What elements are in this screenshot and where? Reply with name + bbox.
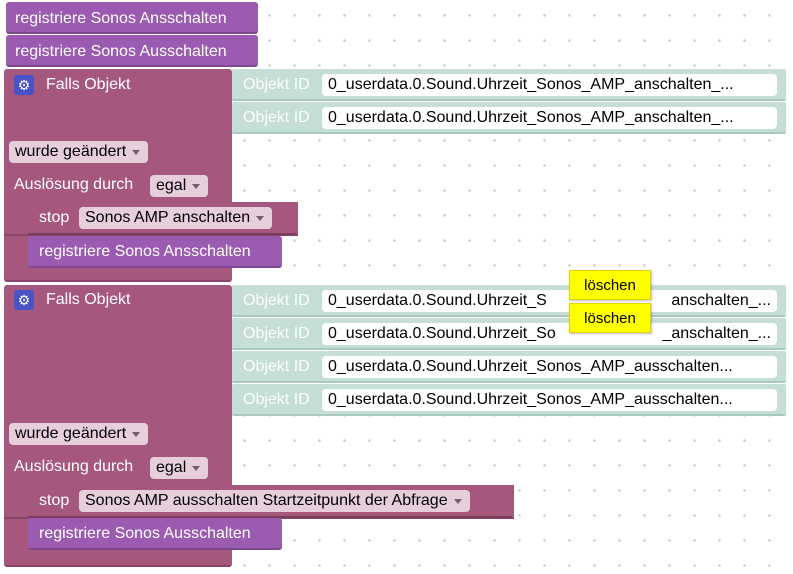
event-block-2-nub: [224, 392, 232, 406]
event-title: Falls Objekt: [46, 76, 131, 93]
object-id-block[interactable]: Objekt ID 0_userdata.0.Sound.Uhrzeit_Son…: [232, 351, 786, 383]
register-block-off-top[interactable]: registriere Sonos Ausschalten: [6, 35, 258, 67]
object-id-block[interactable]: Objekt ID 0_userdata.0.Sound.Uhrzeit_Son…: [232, 102, 786, 134]
delete-tooltip[interactable]: löschen: [569, 270, 651, 300]
object-id-field[interactable]: 0_userdata.0.Sound.Uhrzeit_Sonos_AMP_aus…: [322, 389, 777, 411]
object-id-text: 0_userdata.0.Sound.Uhrzeit_So: [328, 325, 556, 342]
object-id-field[interactable]: 0_userdata.0.Sound.Uhrzeit_Sonos_AMP_aus…: [322, 356, 777, 378]
stop-dropdown[interactable]: Sonos AMP anschalten: [79, 207, 273, 229]
register-block-label: registriere Sonos Ausschalten: [39, 525, 251, 542]
object-id-label: Objekt ID: [243, 109, 310, 126]
delete-tooltip[interactable]: löschen: [569, 303, 651, 333]
object-id-block[interactable]: Objekt ID 0_userdata.0.Sound.Uhrzeit_So …: [232, 318, 786, 350]
trigger-label: Auslösung durch: [14, 176, 134, 193]
object-id-label: Objekt ID: [243, 292, 310, 309]
object-id-label: Objekt ID: [243, 76, 310, 93]
trigger-label: Auslösung durch: [14, 458, 134, 475]
object-id-label: Objekt ID: [243, 325, 310, 342]
object-id-label: Objekt ID: [243, 391, 310, 408]
stop-block[interactable]: stop Sonos AMP ausschalten Startzeitpunk…: [28, 485, 512, 518]
object-id-field[interactable]: 0_userdata.0.Sound.Uhrzeit_Sonos_AMP_ans…: [322, 107, 777, 129]
object-id-text-tail: _anschalten_...: [662, 325, 771, 342]
object-id-text: 0_userdata.0.Sound.Uhrzeit_S: [328, 292, 547, 309]
object-id-field[interactable]: 0_userdata.0.Sound.Uhrzeit_So _anschalte…: [322, 323, 777, 345]
gear-icon[interactable]: ⚙: [14, 290, 34, 310]
object-id-text-tail: anschalten_...: [671, 292, 771, 309]
register-block-on-top[interactable]: registriere Sonos Ansschalten: [6, 2, 258, 34]
register-block-off[interactable]: registriere Sonos Ausschalten: [28, 518, 282, 550]
event-block-2-nub: [224, 293, 232, 307]
change-dropdown[interactable]: wurde geändert: [9, 423, 149, 445]
stop-block[interactable]: stop Sonos AMP anschalten: [28, 202, 296, 235]
trigger-dropdown[interactable]: egal: [150, 457, 209, 479]
trigger-dropdown[interactable]: egal: [150, 175, 209, 197]
event-block-1-nub: [224, 110, 232, 124]
register-block-label: registriere Sonos Ansschalten: [39, 243, 251, 260]
change-dropdown[interactable]: wurde geändert: [9, 141, 149, 163]
object-id-label: Objekt ID: [243, 358, 310, 375]
register-block-on[interactable]: registriere Sonos Ansschalten: [28, 236, 282, 268]
register-block-label: registriere Sonos Ansschalten: [15, 10, 227, 27]
object-id-field[interactable]: 0_userdata.0.Sound.Uhrzeit_S anschalten_…: [322, 290, 777, 312]
stop-label: stop: [39, 209, 70, 226]
event-block-2-nub: [224, 326, 232, 340]
object-id-block[interactable]: Objekt ID 0_userdata.0.Sound.Uhrzeit_S a…: [232, 285, 786, 317]
event-block-2-nub: [224, 359, 232, 373]
register-block-label: registriere Sonos Ausschalten: [15, 43, 227, 60]
object-id-block[interactable]: Objekt ID 0_userdata.0.Sound.Uhrzeit_Son…: [232, 69, 786, 101]
stop-label: stop: [39, 492, 70, 509]
object-id-field[interactable]: 0_userdata.0.Sound.Uhrzeit_Sonos_AMP_ans…: [322, 74, 777, 96]
event-title: Falls Objekt: [46, 291, 131, 308]
gear-icon[interactable]: ⚙: [14, 75, 34, 95]
stop-dropdown[interactable]: Sonos AMP ausschalten Startzeitpunkt der…: [79, 490, 470, 512]
event-block-1-nub: [224, 78, 232, 92]
object-id-block[interactable]: Objekt ID 0_userdata.0.Sound.Uhrzeit_Son…: [232, 384, 786, 416]
